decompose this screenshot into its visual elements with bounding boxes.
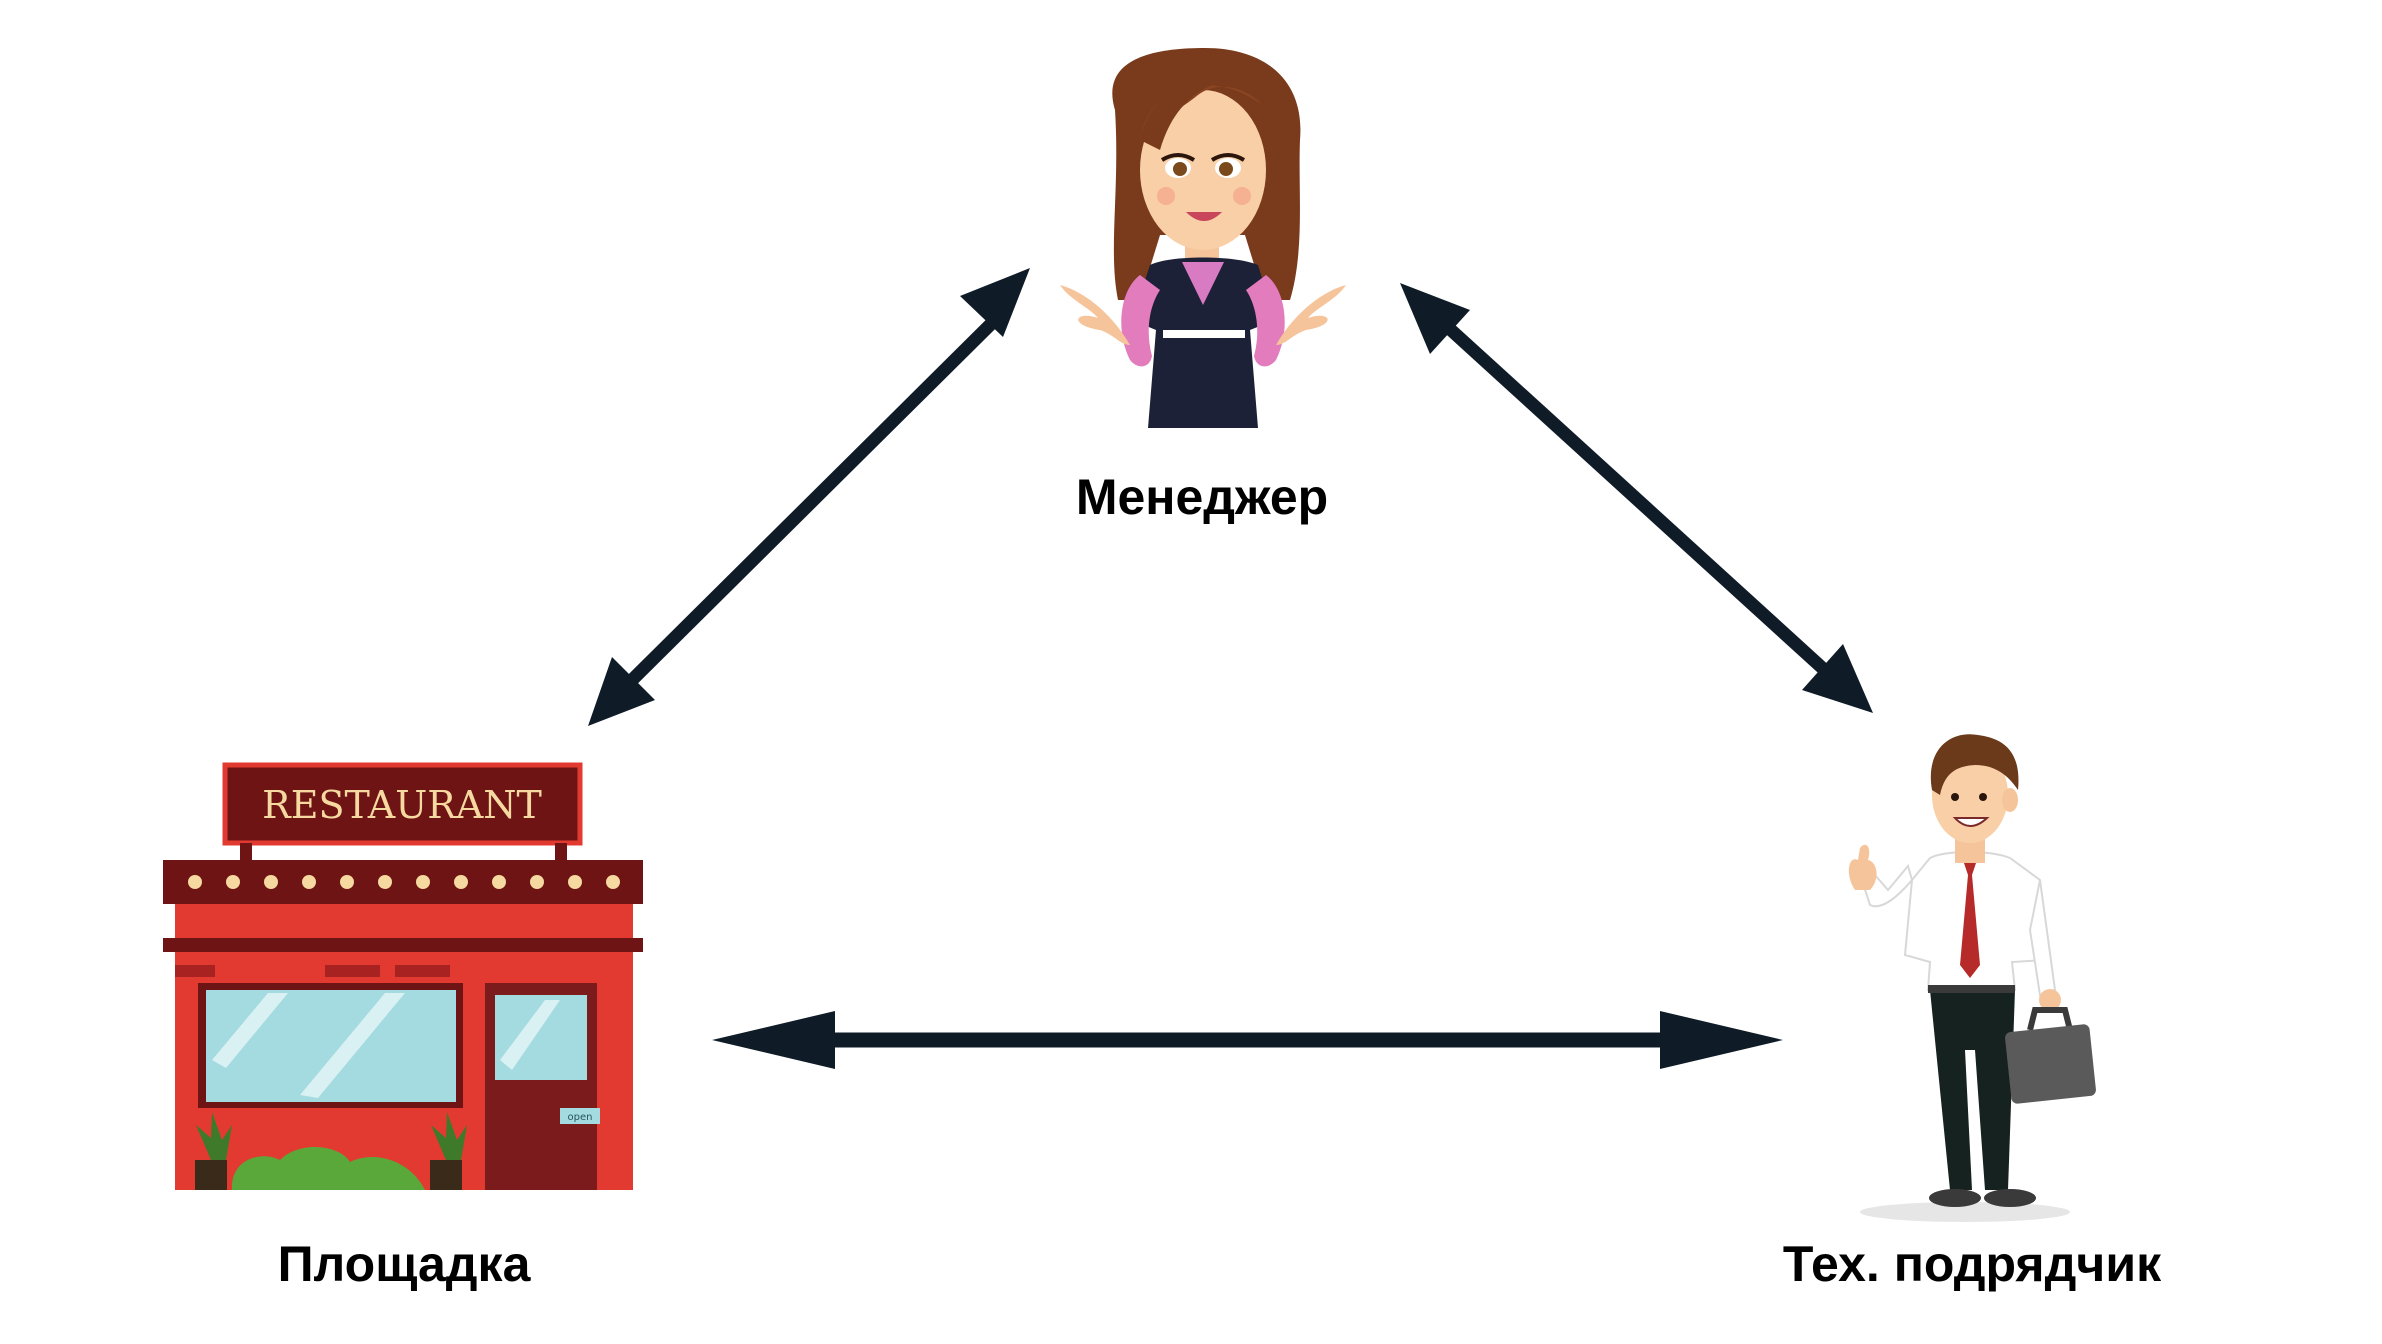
node-label-manager: Менеджер bbox=[1075, 469, 1329, 525]
door-sign-text: open bbox=[568, 1112, 593, 1123]
node-label-contractor: Тех. подрядчик bbox=[1782, 1236, 2162, 1292]
arrowhead bbox=[1660, 1011, 1783, 1069]
marquee-lights bbox=[188, 875, 620, 889]
manager-woman-icon bbox=[1060, 48, 1346, 428]
node-label-venue: Площадка bbox=[277, 1236, 531, 1292]
edge-manager-venue bbox=[588, 268, 1030, 726]
door-open-sign bbox=[560, 1108, 600, 1124]
edge-venue-contractor bbox=[712, 1011, 1783, 1069]
arrowhead bbox=[1400, 283, 1470, 354]
restaurant-icon: RESTAURANT open bbox=[163, 762, 643, 1190]
contractor-man-icon bbox=[1848, 734, 2096, 1222]
restaurant-sign-text: RESTAURANT bbox=[262, 783, 542, 827]
arrowhead bbox=[588, 657, 655, 726]
arrowhead bbox=[712, 1011, 835, 1069]
arrowhead bbox=[960, 268, 1030, 337]
arrowhead bbox=[1802, 644, 1873, 713]
edge-manager-contractor bbox=[1400, 283, 1873, 713]
